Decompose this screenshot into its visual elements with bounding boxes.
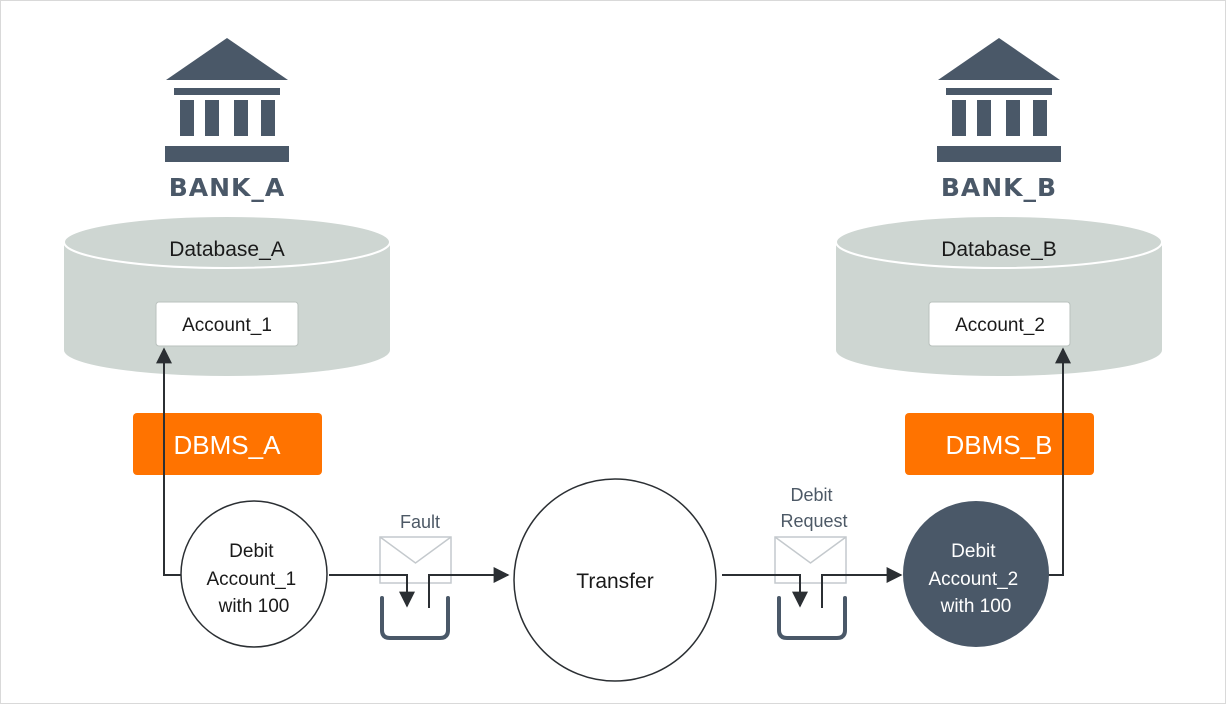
connector-debit-2-to-account-2 bbox=[1046, 347, 1071, 576]
bank-b-group: BANK_B Database_B Account_2 DBMS_B Debit… bbox=[835, 38, 1163, 647]
dbms-box bbox=[905, 413, 1094, 475]
bank-building-icon bbox=[165, 38, 289, 162]
debit-node bbox=[903, 501, 1049, 647]
connector-queue-to-debit-2 bbox=[821, 567, 903, 608]
fault-message-group: Fault bbox=[329, 512, 510, 640]
account-label: Account_1 bbox=[182, 315, 272, 336]
bank-a-group: BANK_A Database_A Account_1 DBMS_A Debit… bbox=[63, 38, 391, 648]
database-label: Database_B bbox=[941, 238, 1057, 261]
envelope-icon bbox=[379, 536, 452, 584]
debit-node bbox=[180, 500, 328, 648]
dbms-label: DBMS_B bbox=[946, 430, 1053, 460]
transfer-node bbox=[513, 478, 717, 682]
account-box bbox=[928, 301, 1071, 347]
envelope-icon bbox=[774, 536, 847, 584]
connector-debit-to-account-1 bbox=[156, 347, 182, 576]
database-label: Database_A bbox=[169, 238, 285, 261]
queue-tray-icon bbox=[380, 596, 450, 640]
debit-node-label: Debit Account_2 with 100 bbox=[928, 541, 1023, 617]
bank-label: BANK_A bbox=[169, 173, 286, 202]
account-label: Account_2 bbox=[955, 315, 1045, 336]
transfer-label: Transfer bbox=[576, 570, 653, 593]
queue-tray-icon bbox=[777, 596, 847, 640]
dbms-box bbox=[133, 413, 322, 475]
account-box bbox=[155, 301, 299, 347]
debit-request-message-group: Debit Request bbox=[722, 485, 903, 640]
debit-node-label: Debit Account_1 with 100 bbox=[206, 541, 301, 617]
dbms-label: DBMS_A bbox=[174, 430, 282, 460]
connector-queue-to-transfer bbox=[428, 567, 510, 608]
connector-transfer-to-queue bbox=[722, 574, 808, 608]
bank-label: BANK_B bbox=[941, 173, 1057, 202]
connector-debit-to-queue bbox=[329, 574, 415, 608]
message-label: Debit Request bbox=[780, 485, 847, 531]
message-label: Fault bbox=[400, 512, 440, 532]
bank-building-icon bbox=[937, 38, 1061, 162]
